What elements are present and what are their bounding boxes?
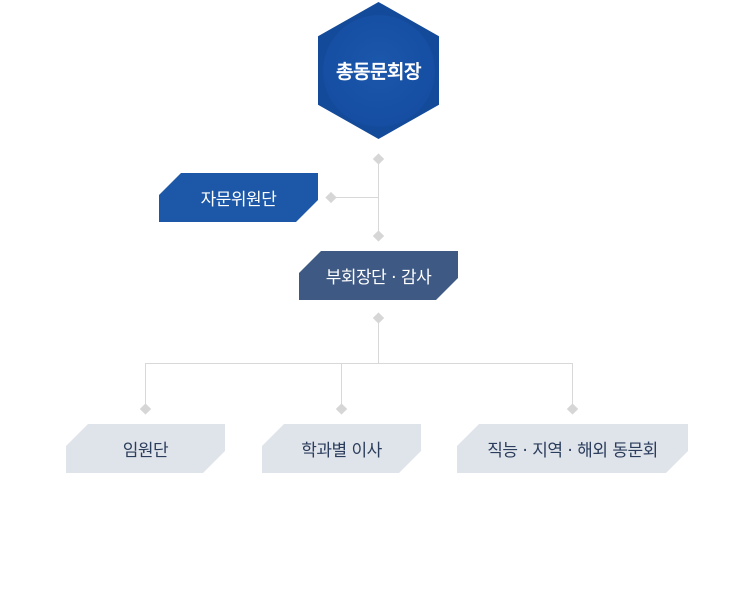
president-label: 총동문회장	[336, 61, 421, 83]
regional-alumni-node: 직능 · 지역 · 해외 동문회	[457, 424, 688, 473]
department-directors-label: 학과별 이사	[301, 441, 382, 461]
diamond-marker	[372, 312, 385, 324]
diamond-marker	[139, 403, 152, 415]
vice-president-label: 부회장단 · 감사	[325, 268, 432, 288]
regional-alumni-label: 직능 · 지역 · 해외 동문회	[487, 441, 658, 461]
executive-node: 임원단	[66, 424, 225, 473]
diamond-marker	[372, 230, 385, 242]
president-node-highlight	[322, 14, 435, 127]
diamond-marker	[335, 403, 348, 415]
diamond-marker	[566, 403, 579, 415]
department-directors-node: 학과별 이사	[262, 424, 421, 473]
diamond-marker	[325, 191, 337, 204]
executive-label: 임원단	[122, 441, 169, 461]
diamond-marker	[372, 153, 385, 165]
vice-president-node: 부회장단 · 감사	[299, 251, 458, 300]
advisory-board-label: 자문위원단	[200, 190, 277, 210]
advisory-board-node: 자문위원단	[159, 173, 318, 222]
